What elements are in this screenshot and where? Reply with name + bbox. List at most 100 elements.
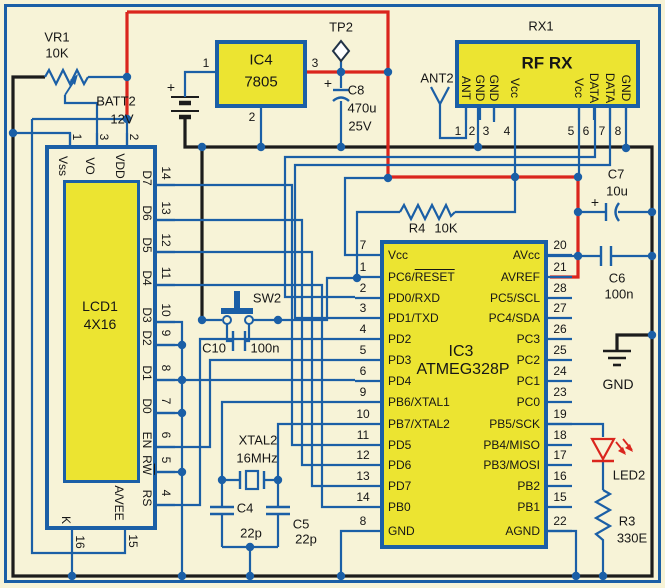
ic3-pin-label: PC2 — [516, 353, 540, 367]
lcd-pin-label: D4 — [140, 270, 154, 286]
gnd-label: GND — [602, 376, 634, 392]
rx1-pin-number: 6 — [582, 124, 590, 138]
lcd-pin-number: 11 — [159, 266, 173, 280]
lcd-pin-number: 9 — [159, 329, 173, 337]
lcd-pin-number: 12 — [159, 233, 173, 247]
rx1-ref: RX1 — [528, 18, 554, 34]
ic3-pin-number: 1 — [359, 260, 367, 274]
vr1-value: 10K — [45, 45, 69, 61]
lcd-pin-label: D1 — [140, 365, 154, 381]
ic3-pin-label: PB7/XTAL2 — [388, 417, 450, 431]
c7-value: 10u — [606, 183, 628, 199]
ic3-pin-label: PB5/SCK — [489, 417, 540, 431]
sw2-ref: SW2 — [252, 290, 282, 306]
c7-plus-sign: + — [590, 194, 600, 210]
r3-ref: R3 — [618, 513, 636, 529]
c4-ref: C4 — [236, 500, 254, 516]
ic3-pin-label: PB0 — [388, 500, 411, 514]
capacitor-c6 — [599, 246, 613, 266]
lcd-pin-label: RW — [140, 455, 154, 475]
ic3-pin-number: 18 — [553, 428, 567, 442]
ic3-ref: IC3 — [448, 343, 474, 360]
ic3-pin-number: 12 — [356, 448, 370, 462]
ic3-pin-label: PD4 — [388, 374, 412, 388]
ant2-ref: ANT2 — [420, 70, 454, 86]
ic3-pin-number: 3 — [359, 301, 367, 315]
ic3-pin-label: PC5/SCL — [489, 291, 540, 305]
ic4-ref: IC4 — [249, 51, 273, 69]
c8-value: 470u — [347, 100, 377, 116]
rx1-pin-number: 1 — [454, 124, 462, 138]
ic3-pin-label: PC3 — [516, 332, 540, 346]
testpoint-tp2 — [331, 39, 351, 63]
lcd-pin-number: 4 — [159, 489, 173, 497]
rx1-pin-number: 2 — [468, 124, 476, 138]
ic3-pin-number: 7 — [359, 238, 367, 252]
r4-ref: R4 — [408, 220, 426, 236]
lcd1-ref: LCD1 — [82, 298, 118, 314]
lcd-pin-label: D0 — [140, 398, 154, 414]
capacitor-c8 — [332, 88, 350, 102]
ic3-pin-number: 8 — [359, 514, 367, 528]
resistor-r3 — [593, 489, 613, 543]
lcd-pin-label: K — [59, 515, 73, 525]
lcd-pin-number: 14 — [159, 166, 173, 180]
rx1-title: RF RX — [521, 53, 573, 73]
rx1-pin-number: 3 — [482, 124, 490, 138]
rx1-pin-label: Vcc — [572, 77, 586, 99]
c6-ref: C6 — [608, 270, 626, 286]
battery-symbol — [171, 96, 199, 120]
lcd-pin-label: EN — [140, 431, 154, 449]
lcd-pin-number: 5 — [159, 456, 173, 464]
c10-value: 100n — [250, 340, 280, 356]
ic3-pin-number: 21 — [553, 260, 567, 274]
lcd-pin-label: D7 — [140, 170, 154, 186]
ic3-pin-number: 15 — [553, 490, 567, 504]
capacitor-c4 — [210, 505, 234, 516]
rx1-pin-label: Vcc — [508, 77, 522, 99]
ic4-pin-out-number: 3 — [311, 56, 319, 70]
crystal-xtal2 — [238, 469, 266, 491]
ic3-pin-number: 25 — [553, 343, 567, 357]
rx1-pin-label: ANT — [459, 76, 473, 100]
ic4-pin-gnd-number: 2 — [248, 110, 256, 124]
c5-ref: C5 — [292, 516, 310, 532]
capacitor-c7 — [604, 202, 620, 222]
ic3-pin-label: AGND — [505, 524, 540, 538]
r4-value: 10K — [434, 220, 458, 236]
ic3-pin-number: 17 — [553, 448, 567, 462]
rx1-pin-label: DATA — [603, 72, 617, 104]
lcd-pin-label: D6 — [140, 205, 154, 221]
lcd-pin-number: 1 — [70, 133, 84, 141]
c4-value: 22p — [240, 525, 262, 541]
rx1-pin-label: GND — [473, 74, 487, 102]
ic3-pin-number: 22 — [553, 514, 567, 528]
ic3-pin-number: 10 — [356, 407, 370, 421]
ic3-pin-number: 14 — [356, 490, 370, 504]
ic3-pin-label: PB6/XTAL1 — [388, 395, 450, 409]
rx1-pin-label: GND — [619, 74, 633, 102]
tp2-ref: TP2 — [329, 19, 353, 35]
batt2-plus-sign: + — [166, 79, 176, 95]
rx1-pin-number: 4 — [503, 124, 511, 138]
ic3-pin-number: 4 — [359, 322, 367, 336]
resistor-r4 — [399, 202, 456, 222]
ic3-part: ATMEG328P — [416, 361, 510, 378]
lcd-pin-number: 2 — [127, 133, 141, 141]
lcd-pin-label: A/VEE — [112, 485, 126, 521]
xtal2-ref: XTAL2 — [238, 432, 278, 448]
lcd-pin-label: D2 — [140, 330, 154, 346]
c6-value: 100n — [604, 286, 634, 302]
ic3-pin-number: 6 — [359, 364, 367, 378]
ic4-pin-in-number: 1 — [202, 56, 210, 70]
lcd-pin-number: 16 — [73, 535, 87, 549]
lcd-pin-number: 15 — [126, 534, 140, 548]
c10-ref: C10 — [202, 340, 226, 356]
ic3-pin-number: 2 — [359, 281, 367, 295]
c8-volt: 25V — [348, 118, 372, 134]
ic3-pin-label: AVcc — [512, 248, 540, 262]
ic4-part: 7805 — [244, 73, 278, 91]
c7-ref: C7 — [607, 166, 625, 182]
ic3-pin-label: GND — [388, 524, 415, 538]
